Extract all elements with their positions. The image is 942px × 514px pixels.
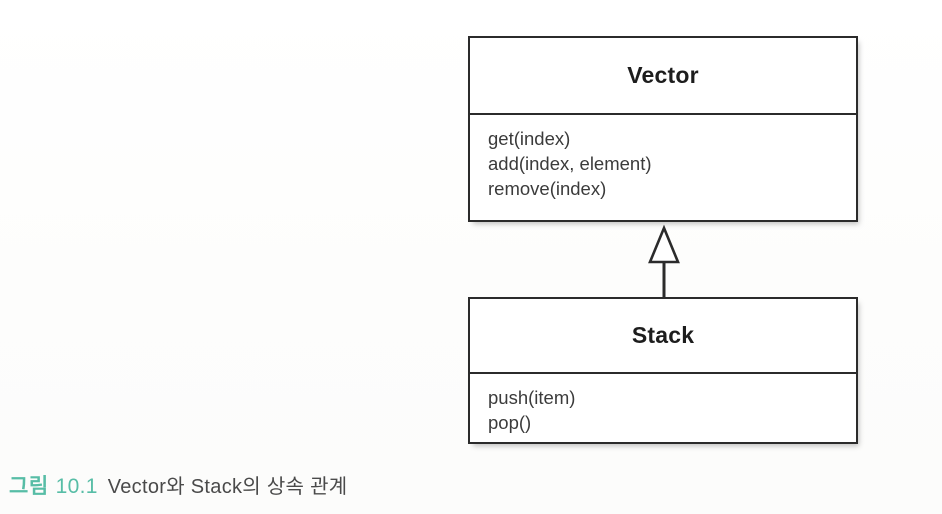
method-item: pop() bbox=[488, 412, 532, 433]
method-item: remove(index) bbox=[488, 178, 607, 199]
class-methods-vector: get(index) add(index, element) remove(in… bbox=[470, 115, 856, 222]
uml-class-vector[interactable]: Vector get(index) add(index, element) re… bbox=[468, 36, 858, 222]
method-item: add(index, element) bbox=[488, 153, 652, 174]
caption-text: Vector와 Stack의 상속 관계 bbox=[107, 476, 348, 498]
class-compartment-divider bbox=[470, 113, 856, 115]
class-methods-stack: push(item) pop() bbox=[470, 374, 856, 444]
method-item: get(index) bbox=[488, 128, 571, 149]
class-name-stack: Stack bbox=[631, 322, 695, 348]
uml-class-stack[interactable]: Stack push(item) pop() bbox=[468, 297, 858, 444]
class-name-vector: Vector bbox=[627, 62, 699, 88]
caption-label: 그림 bbox=[9, 475, 49, 498]
method-item: push(item) bbox=[488, 387, 576, 408]
inheritance-arrow-icon bbox=[640, 222, 688, 300]
caption-number: 10.1 bbox=[55, 475, 98, 498]
figure-caption: 그림 10.1 Vector와 Stack의 상속 관계 bbox=[9, 470, 348, 500]
class-compartment-divider bbox=[470, 372, 856, 374]
